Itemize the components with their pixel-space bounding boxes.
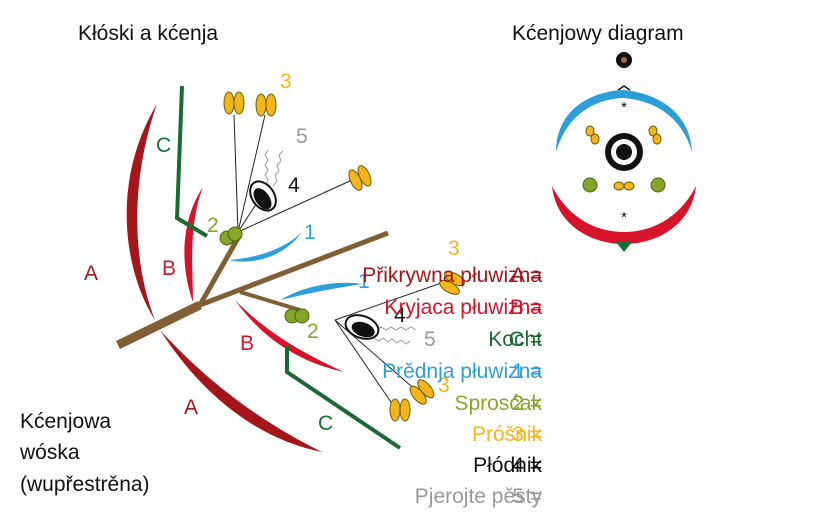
label-5-lower: 5 <box>424 328 436 351</box>
label-a-upper: A <box>84 262 98 285</box>
spikelet-drawing: A A B B C C 1 1 2 2 3 3 3 4 4 5 5 <box>84 70 465 452</box>
legend: Přikrywna płuwizna A = Kryjaca płuwizna … <box>362 264 542 508</box>
floral-diagram: * * <box>552 52 696 252</box>
stem-lower <box>239 290 301 312</box>
floral-diagram-title: Kćenjowy diagram <box>512 22 684 45</box>
stigma-upper-2 <box>272 150 284 187</box>
anther-lower-2 <box>409 379 435 405</box>
diagram-lemma <box>552 186 696 244</box>
label-3-upper: 3 <box>280 70 292 93</box>
palea-mark <box>617 85 631 91</box>
awn-c-lower <box>285 346 402 450</box>
label-2-lower: 2 <box>307 320 319 343</box>
label-b-upper: B <box>162 257 176 280</box>
label-3-lower-a: 3 <box>448 237 460 260</box>
diagram-star-top: * <box>621 99 627 116</box>
ovary-upper <box>249 180 277 212</box>
diagram-anther-left <box>585 125 600 145</box>
legend-code-5: 5 = <box>512 485 542 508</box>
axis-dot-center <box>621 57 627 63</box>
anther-lower-1 <box>439 271 465 295</box>
label-5-upper: 5 <box>296 125 308 148</box>
legend-text-5: Pjerojte pěsty <box>415 485 543 508</box>
panicle-label-line-1: Kćenjowa <box>20 410 111 433</box>
label-b-lower: B <box>240 332 254 355</box>
legend-text-1: Prědnja płuwizna <box>382 360 542 383</box>
panicle-label-line-3: (wupřestrěna) <box>20 473 150 496</box>
legend-text-b: Kryjaca płuwizna <box>384 296 542 319</box>
anther-upper-2 <box>255 93 277 117</box>
awn-c-upper <box>174 85 209 238</box>
filament-upper-2 <box>237 114 266 233</box>
diagram-anther-bottom <box>613 181 635 191</box>
legend-text-4: Płódnik <box>473 454 542 477</box>
legend-code-1: 1 = <box>512 360 542 383</box>
lemma-b-upper <box>184 187 203 302</box>
anther-upper-3 <box>348 165 372 191</box>
stem-main <box>116 300 202 350</box>
legend-text-3: Próšnik <box>472 423 543 446</box>
filament-upper-3 <box>237 179 353 233</box>
stigma-lower-2 <box>373 337 411 345</box>
stigma-lower-1 <box>375 326 417 331</box>
label-1-lower: 1 <box>358 270 370 293</box>
anther-lower-3 <box>389 398 411 422</box>
legend-code-c: C = <box>509 328 542 351</box>
spikelets-title: Kłóski a kćenja <box>78 22 218 45</box>
label-4-upper: 4 <box>288 174 300 197</box>
legend-code-a: A = <box>511 264 542 287</box>
legend-text-a: Přikrywna płuwizna <box>362 264 542 287</box>
legend-code-3: 3 = <box>512 423 542 446</box>
glume-a-upper <box>126 104 157 320</box>
anther-upper-1 <box>223 91 245 115</box>
label-a-lower: A <box>184 396 198 419</box>
panicle-label-line-2: wóska <box>19 441 80 464</box>
stem-branch <box>199 230 389 308</box>
legend-text-c: Kocht <box>488 328 542 351</box>
label-1-upper: 1 <box>304 221 316 244</box>
palea-upper <box>229 232 302 262</box>
diagram-anther-right <box>648 125 662 145</box>
diagram-awn <box>616 242 632 252</box>
filament-lower-3 <box>334 319 396 409</box>
legend-code-4: 4 = <box>512 454 542 477</box>
legend-text-2: Sprosćak <box>454 392 542 415</box>
diagram-ovary-inner <box>616 144 632 160</box>
lodicule-lower-2 <box>294 308 310 324</box>
label-3-lower-b: 3 <box>438 374 450 397</box>
stem-upper <box>197 236 241 307</box>
legend-code-b: B = <box>510 296 542 319</box>
diagram-star-bottom: * <box>621 209 627 226</box>
label-c-upper: C <box>156 134 171 157</box>
ovary-lower <box>344 314 380 340</box>
filament-lower-1 <box>334 279 451 321</box>
label-c-lower: C <box>318 412 333 435</box>
filament-upper-1 <box>233 114 239 233</box>
diagram-lodicule-left <box>582 177 598 193</box>
label-4-lower: 4 <box>394 304 406 327</box>
legend-code-2: 2 = <box>512 392 542 415</box>
diagram-palea <box>556 90 692 152</box>
palea-lower <box>281 282 362 300</box>
label-2-upper: 2 <box>207 214 219 237</box>
diagram-lodicule-right <box>650 177 666 193</box>
stigma-upper-1 <box>264 149 269 187</box>
lodicule-upper-2 <box>227 226 243 242</box>
